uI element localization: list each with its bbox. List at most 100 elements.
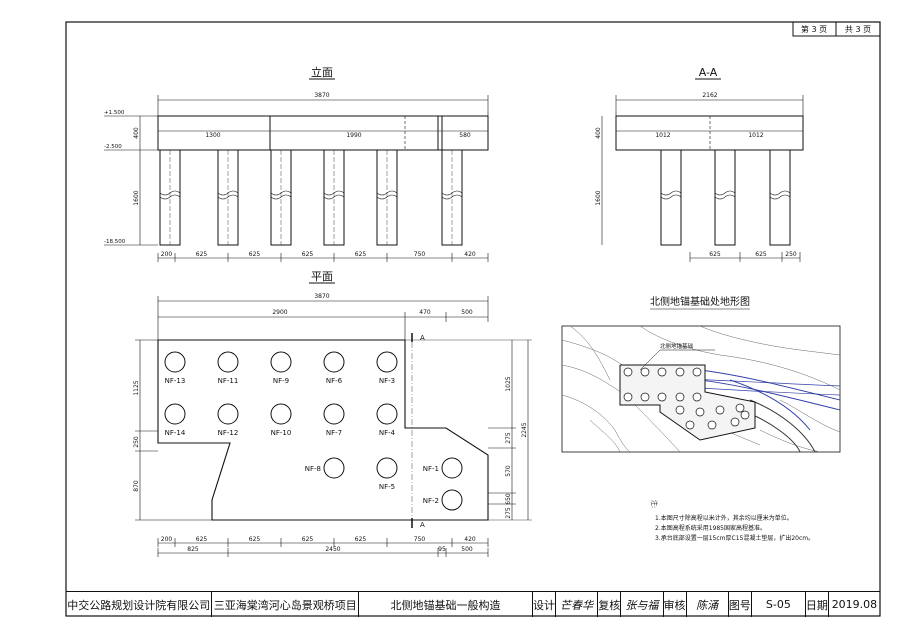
plan-pile-label: NF-2 (423, 497, 439, 505)
audit-signature: 陈涌 (687, 592, 729, 617)
plan-pile-label: NF-4 (379, 429, 396, 437)
plan-right-dim-3: 570 (505, 465, 512, 477)
site-pile (657, 367, 667, 377)
elevation-pile (270, 149, 292, 246)
elevation-bottom-dim: 625 (355, 251, 367, 258)
drawing-number-label: 图号 (729, 592, 752, 617)
plan-pile: NF-5 (376, 457, 398, 491)
elevation-cap-height: 400 (133, 127, 140, 139)
plan-pile-label: NF-13 (165, 377, 186, 385)
elevation-seg-1: 1300 (205, 132, 220, 139)
plan-piles: NF-1NF-2NF-3NF-4NF-5NF-6NF-7NF-8NF-9NF-1… (164, 351, 463, 511)
date-value: 2019.08 (831, 598, 878, 611)
site-pile (675, 405, 685, 415)
title-block: 中交公路规划设计院有限公司 三亚海棠湾河心岛景观桥项目 北侧地锚基础一般构造 设… (66, 591, 880, 617)
date-label: 日期 (806, 592, 829, 617)
drawing-number: S-05 (752, 592, 806, 617)
level-cap-bottom: -2.500 (104, 144, 122, 150)
plan-bottom-dim: 625 (196, 536, 208, 543)
plan-pile: NF-1 (423, 457, 463, 479)
note-1: 1.本图尺寸除高程以米计外，其余均以厘米为单位。 (655, 514, 793, 522)
plan-pile: NF-13 (164, 351, 186, 385)
sheet-border (65, 21, 881, 617)
plan-left-dim-2: 250 (133, 436, 140, 448)
section-cap-height: 400 (595, 127, 602, 139)
plan-bottom-dim: 625 (249, 536, 261, 543)
site-map-label: 北侧地锚基础 (660, 342, 694, 350)
elevation-bottom-dim: 200 (161, 251, 173, 258)
site-foundation-outline (619, 364, 756, 441)
plan-top-dim-3: 500 (461, 309, 473, 316)
drawing-name: 北侧地锚基础一般构造 (359, 592, 533, 617)
section-bot-dim-2: 625 (755, 251, 767, 258)
design-label: 设计 (533, 592, 556, 617)
site-pile (623, 367, 633, 377)
section-bot-dim-3: 250 (785, 251, 797, 258)
plan-right-dim-4: 650 (505, 493, 512, 505)
elevation-seg-2: 1990 (346, 132, 361, 139)
plan-pile-label: NF-3 (379, 377, 395, 385)
plan-right-dim-1: 1025 (505, 376, 512, 391)
sheet-total: 共 3 页 (845, 25, 871, 34)
note-2: 2.本图高程系统采用1985国家高程基准。 (655, 524, 766, 532)
plan-right-dim-5: 275 (505, 507, 512, 519)
section-seg-1: 1012 (655, 132, 670, 139)
plan-pile-label: NF-10 (271, 429, 292, 437)
plan-bottom-dim-2: 95 (438, 546, 446, 553)
section-pile (660, 149, 682, 246)
plan-bottom-dim: 420 (464, 536, 476, 543)
section-view: A-A 2162 1012 1012 400 1600 625 625 250 (595, 66, 804, 262)
site-pile (735, 403, 745, 413)
plan-title: 平面 (311, 270, 333, 283)
elevation-piles (159, 149, 463, 246)
design-signature: 芒春华 (556, 592, 599, 617)
level-pile-bottom: -18.500 (104, 239, 126, 245)
sheet-number: 第 3 页 (801, 24, 827, 34)
company-name: 中交公路规划设计院有限公司 (66, 592, 213, 617)
plan-pile: NF-14 (164, 403, 186, 437)
elevation-view: 立面 3870 1300 1990 580 +1.500 -2.500 -18.… (104, 65, 489, 262)
plan-pile: NF-11 (217, 351, 239, 385)
section-pile (769, 149, 791, 246)
elevation-seg-3: 580 (459, 132, 471, 139)
plan-bottom-dim-2: 500 (461, 546, 473, 553)
elevation-pile (159, 149, 181, 246)
elevation-title: 立面 (311, 65, 333, 79)
elevation-pile (376, 149, 398, 246)
elevation-pile-height: 1600 (133, 190, 140, 205)
plan-bottom-dim: 750 (414, 536, 426, 543)
site-map-title: 北侧地锚基础处地形图 (650, 295, 750, 308)
plan-pile-label: NF-8 (305, 465, 321, 473)
notes: 注: 1.本图尺寸除高程以米计外，其余均以厘米为单位。 2.本图高程系统采用19… (650, 500, 814, 542)
section-bot-dim-1: 625 (709, 251, 721, 258)
elevation-pile (217, 149, 239, 246)
elevation-bottom-dim: 625 (302, 251, 314, 258)
note-3: 3.承台底部设置一层15cm厚C15混凝土垫层，扩出20cm。 (655, 534, 814, 542)
plan-pile: NF-9 (270, 351, 292, 385)
section-piles (660, 149, 791, 246)
elevation-bottom-dim: 420 (464, 251, 476, 258)
section-total-dim: 2162 (702, 92, 717, 99)
plan-pile-label: NF-9 (273, 377, 289, 385)
site-pile (623, 392, 633, 402)
section-pile (714, 149, 736, 246)
elevation-total-dim: 3870 (314, 92, 329, 99)
plan-outline (157, 339, 489, 521)
plan-top-dim-1: 2900 (272, 309, 287, 316)
plan-pile: NF-8 (305, 457, 345, 479)
site-pile (692, 367, 702, 377)
section-seg-2: 1012 (748, 132, 763, 139)
plan-pile-label: NF-5 (379, 483, 395, 491)
elevation-bottom-dim: 750 (414, 251, 426, 258)
plan-pile: NF-2 (423, 489, 463, 511)
elevation-bottom-dim: 625 (196, 251, 208, 258)
review-signature: 张与福 (621, 592, 664, 617)
notes-heading: 注: (650, 500, 658, 508)
plan-pile: NF-6 (323, 351, 345, 385)
plan-bottom-dim-2: 825 (187, 546, 199, 553)
site-piles (623, 367, 750, 430)
site-pile (715, 405, 725, 415)
plan-view: 平面 3870 2900 470 500 A A NF-1NF-2NF-3NF-… (133, 270, 532, 557)
